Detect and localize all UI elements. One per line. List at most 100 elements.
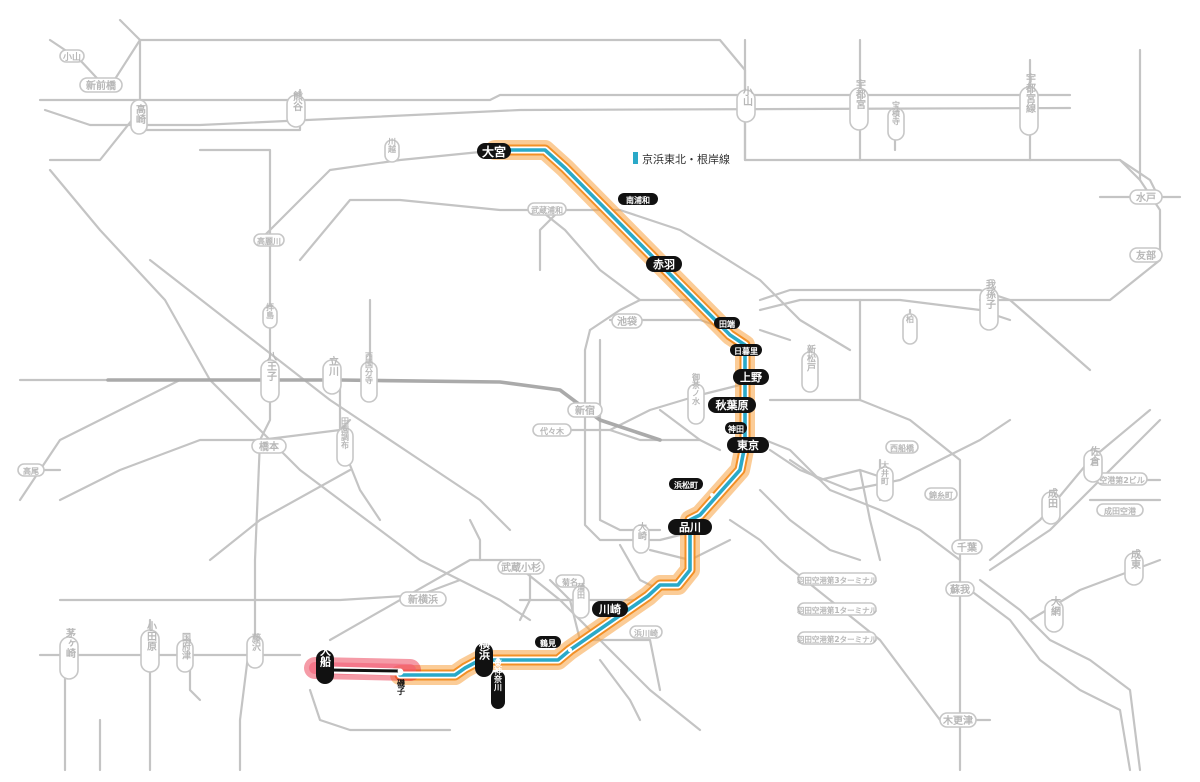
legend-swatch bbox=[633, 152, 638, 164]
svg-text:大井町: 大井町 bbox=[881, 460, 890, 486]
station-chiba: 千葉 bbox=[951, 539, 983, 555]
svg-text:武蔵浦和: 武蔵浦和 bbox=[531, 205, 563, 215]
svg-text:東神奈川: 東神奈川 bbox=[493, 658, 503, 692]
svg-text:高尾: 高尾 bbox=[23, 466, 39, 476]
svg-text:高麗川: 高麗川 bbox=[257, 236, 281, 246]
svg-text:木更津: 木更津 bbox=[942, 714, 973, 727]
station-ueno: 上野 bbox=[733, 369, 769, 385]
svg-text:御茶ノ水: 御茶ノ水 bbox=[691, 372, 701, 406]
station-kokubunji: 西国分寺 bbox=[360, 352, 378, 403]
station-tomobe: 友部 bbox=[1129, 247, 1163, 263]
svg-text:新宿: 新宿 bbox=[575, 404, 595, 417]
svg-text:池袋: 池袋 bbox=[617, 315, 638, 328]
station-odawara: 小田原 bbox=[140, 620, 160, 673]
station-higashi-kanagawa: 東神奈川 bbox=[491, 658, 505, 709]
svg-text:成東: 成東 bbox=[1129, 548, 1141, 570]
station-hamamatsucho: 浜松町 bbox=[669, 478, 703, 490]
station-tabata: 田端 bbox=[714, 317, 740, 329]
station-ikebukuro: 池袋 bbox=[611, 313, 643, 329]
svg-text:錦糸町: 錦糸町 bbox=[928, 490, 953, 500]
svg-text:友部: 友部 bbox=[1136, 249, 1156, 262]
svg-text:熊谷: 熊谷 bbox=[291, 90, 303, 112]
svg-text:宇都宮線: 宇都宮線 bbox=[1024, 72, 1037, 114]
svg-text:羽田空港第2ターミナル: 羽田空港第2ターミナル bbox=[797, 634, 878, 644]
station-musashi-kosugi: 武蔵小杉 bbox=[497, 559, 545, 575]
svg-text:小山: 小山 bbox=[741, 85, 754, 107]
station-omiya: 大宮 bbox=[477, 143, 511, 159]
svg-text:小田原: 小田原 bbox=[145, 620, 158, 652]
station-osaki: 大崎 bbox=[632, 521, 650, 554]
svg-text:鶴見: 鶴見 bbox=[539, 638, 556, 648]
station-narita-ap1: 成田空港 bbox=[1096, 503, 1144, 517]
svg-text:西船橋: 西船橋 bbox=[890, 443, 915, 453]
station-shin-yokohama: 新横浜 bbox=[399, 591, 447, 607]
station-akabane: 赤羽 bbox=[646, 256, 682, 272]
station-shin-matsudo: 新松戸 bbox=[801, 343, 819, 393]
station-abiko: 我孫子 bbox=[979, 278, 999, 331]
svg-text:神田: 神田 bbox=[728, 424, 744, 434]
station-kozu: 国府津 bbox=[176, 632, 194, 673]
station-kisarazu: 木更津 bbox=[939, 712, 977, 728]
station-kinshicho: 錦糸町 bbox=[924, 487, 958, 501]
svg-text:宇都宮: 宇都宮 bbox=[854, 78, 867, 110]
station-nishi-funabashi: 西船橋 bbox=[885, 440, 919, 454]
svg-text:拝島: 拝島 bbox=[266, 302, 275, 320]
station-naruto: 成東 bbox=[1124, 548, 1144, 586]
station-narita: 成田 bbox=[1041, 487, 1061, 525]
svg-text:千葉: 千葉 bbox=[957, 541, 978, 554]
svg-text:八王子: 八王子 bbox=[265, 351, 278, 382]
station-chigasaki: 茅ヶ崎 bbox=[59, 627, 79, 680]
svg-text:水戸: 水戸 bbox=[1135, 191, 1156, 204]
station-minami-urawa: 南浦和 bbox=[618, 193, 658, 205]
svg-text:南浦和: 南浦和 bbox=[626, 195, 650, 205]
svg-text:佐倉: 佐倉 bbox=[1088, 445, 1101, 467]
station-shin-maebashi: 新前橋 bbox=[79, 77, 123, 93]
svg-text:空港第2ビル: 空港第2ビル bbox=[1099, 475, 1145, 485]
station-haneda-1: 羽田空港第1ターミナル bbox=[797, 602, 878, 616]
station-hoshakuji: 宝積寺 bbox=[887, 100, 905, 141]
svg-text:大宮: 大宮 bbox=[482, 144, 506, 159]
station-kamata: 蒲田 bbox=[572, 582, 590, 619]
svg-text:高崎: 高崎 bbox=[134, 103, 146, 125]
svg-text:秋葉原: 秋葉原 bbox=[716, 398, 749, 412]
route-station-labels: 大宮 南浦和 赤羽 田端 日暮里 上野 秋葉原 神田 bbox=[316, 143, 769, 709]
svg-text:浜川崎: 浜川崎 bbox=[634, 628, 658, 638]
svg-text:横浜: 横浜 bbox=[478, 637, 491, 661]
station-akihabara: 秋葉原 bbox=[708, 397, 756, 413]
station-nippori: 日暮里 bbox=[730, 344, 762, 356]
svg-text:代々木: 代々木 bbox=[539, 426, 565, 436]
svg-text:田端: 田端 bbox=[719, 319, 735, 329]
svg-text:羽田空港第1ターミナル: 羽田空港第1ターミナル bbox=[797, 605, 878, 615]
station-oyama-tl: 小山 bbox=[59, 49, 85, 63]
station-takasaki: 高崎 bbox=[130, 99, 148, 135]
station-oami: 大網 bbox=[1044, 595, 1064, 633]
svg-text:蘇我: 蘇我 bbox=[949, 583, 970, 596]
station-ochanomizu: 御茶ノ水 bbox=[687, 372, 705, 425]
svg-text:菊名: 菊名 bbox=[561, 577, 578, 587]
station-tachikawa: 立川 bbox=[322, 355, 342, 395]
svg-text:立川: 立川 bbox=[327, 355, 340, 377]
svg-text:武蔵小杉: 武蔵小杉 bbox=[501, 561, 541, 574]
station-sakura: 佐倉 bbox=[1083, 445, 1103, 483]
station-hachioji: 八王子 bbox=[260, 351, 280, 403]
svg-text:川崎: 川崎 bbox=[598, 602, 621, 616]
svg-text:西国分寺: 西国分寺 bbox=[365, 352, 374, 385]
station-shinagawa: 品川 bbox=[668, 519, 712, 535]
svg-text:新前橋: 新前橋 bbox=[86, 79, 117, 92]
svg-text:田園調布: 田園調布 bbox=[341, 417, 350, 450]
background-rail-network bbox=[18, 18, 1182, 772]
svg-text:茅ヶ崎: 茅ヶ崎 bbox=[64, 627, 76, 659]
svg-text:藤沢: 藤沢 bbox=[250, 632, 261, 652]
svg-text:宝積寺: 宝積寺 bbox=[891, 100, 901, 126]
svg-text:大船: 大船 bbox=[319, 644, 332, 668]
station-takahagi: 高麗川 bbox=[253, 233, 285, 247]
svg-text:柏: 柏 bbox=[906, 314, 915, 324]
station-fujisawa: 藤沢 bbox=[246, 632, 264, 669]
svg-text:日暮里: 日暮里 bbox=[734, 346, 758, 356]
station-tokyo: 東京 bbox=[727, 437, 769, 453]
station-yoyogi: 代々木 bbox=[532, 423, 572, 437]
svg-text:新横浜: 新横浜 bbox=[408, 593, 438, 606]
svg-text:川越: 川越 bbox=[387, 137, 397, 154]
station-kashiwa: 柏 bbox=[902, 313, 918, 345]
